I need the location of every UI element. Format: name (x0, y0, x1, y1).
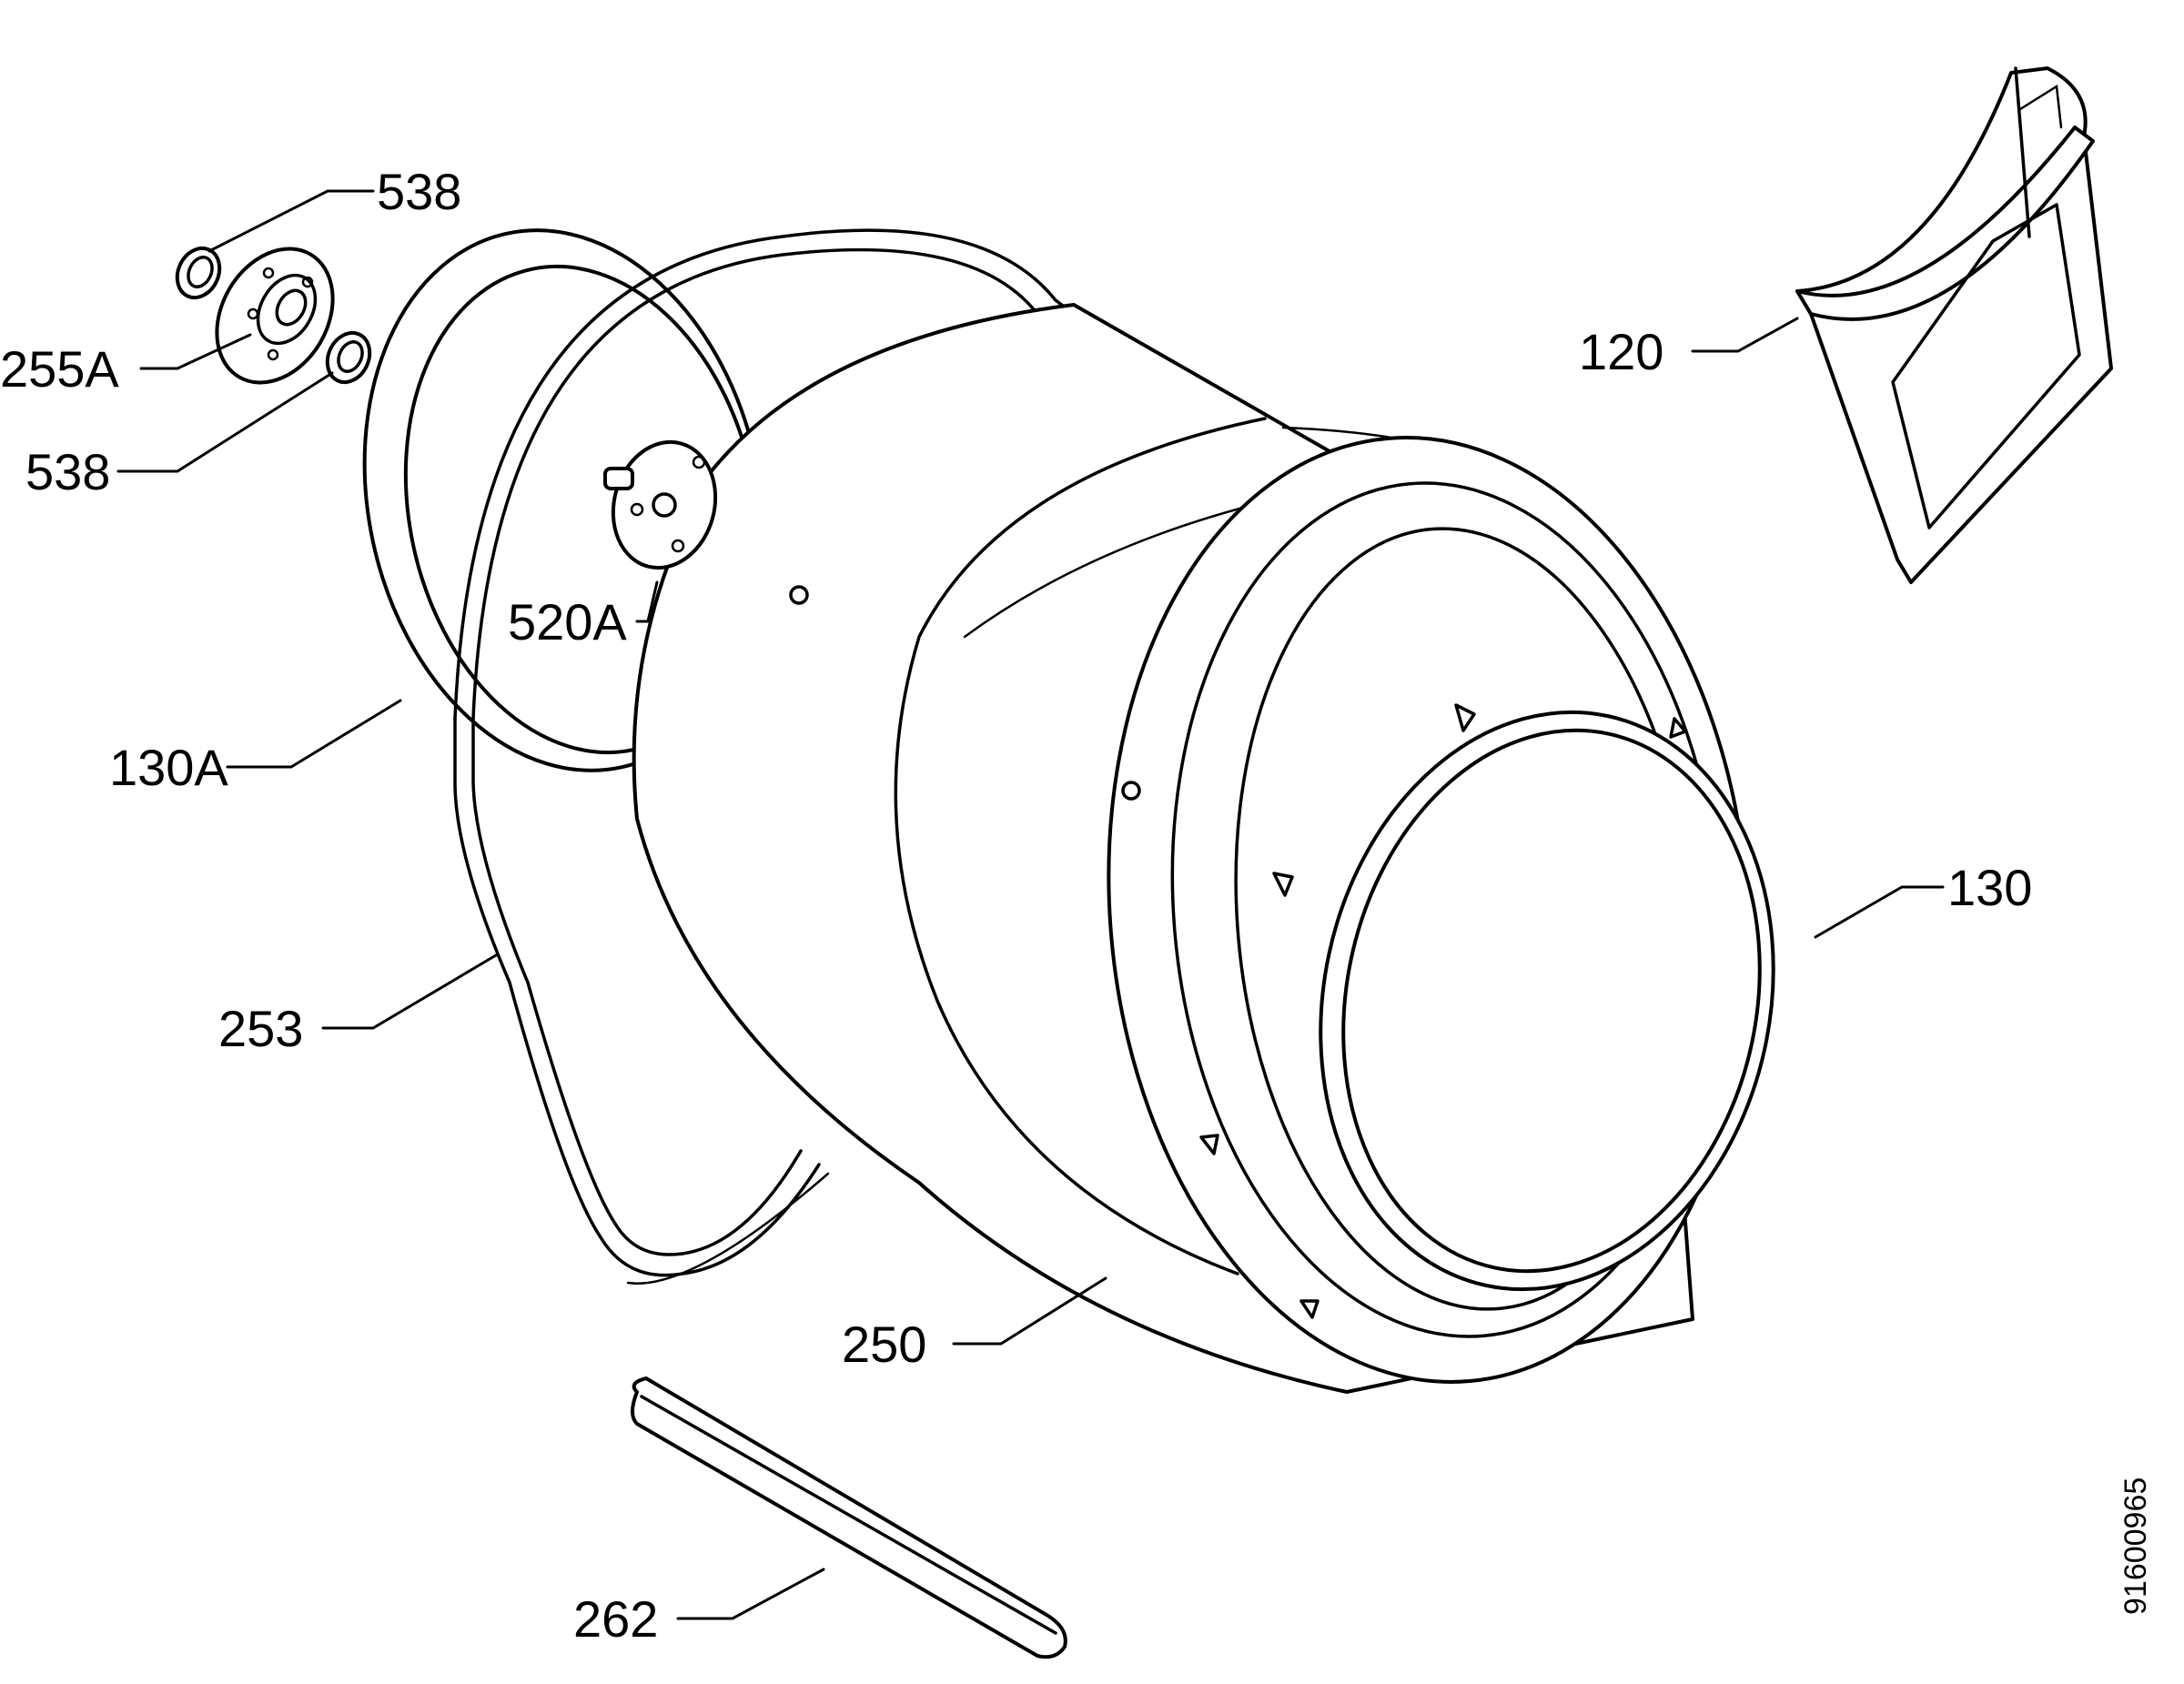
label-538-bottom: 538 (25, 443, 110, 500)
label-520a: 520A (508, 593, 627, 650)
label-130a: 130A (109, 739, 228, 796)
label-253: 253 (218, 1000, 303, 1057)
filter-frame-120 (1795, 66, 2113, 584)
label-120: 120 (1579, 323, 1663, 380)
bearing-flange-255a (215, 247, 335, 385)
label-262: 262 (573, 1590, 658, 1648)
label-538-top: 538 (377, 163, 461, 220)
label-250: 250 (842, 1316, 926, 1373)
washer-538-bottom (325, 330, 372, 385)
label-130: 130 (1947, 859, 2032, 916)
label-255a: 255A (0, 340, 119, 398)
document-number: 91600965 (2118, 1477, 2153, 1615)
drive-belt-253 (453, 228, 1094, 1285)
trim-strip-262 (631, 1376, 1067, 1659)
front-seal-ring-130 (1319, 710, 1775, 1292)
leader-lines (116, 189, 1945, 1620)
washer-538-top (175, 246, 222, 300)
axle-hub-520a (603, 439, 718, 570)
